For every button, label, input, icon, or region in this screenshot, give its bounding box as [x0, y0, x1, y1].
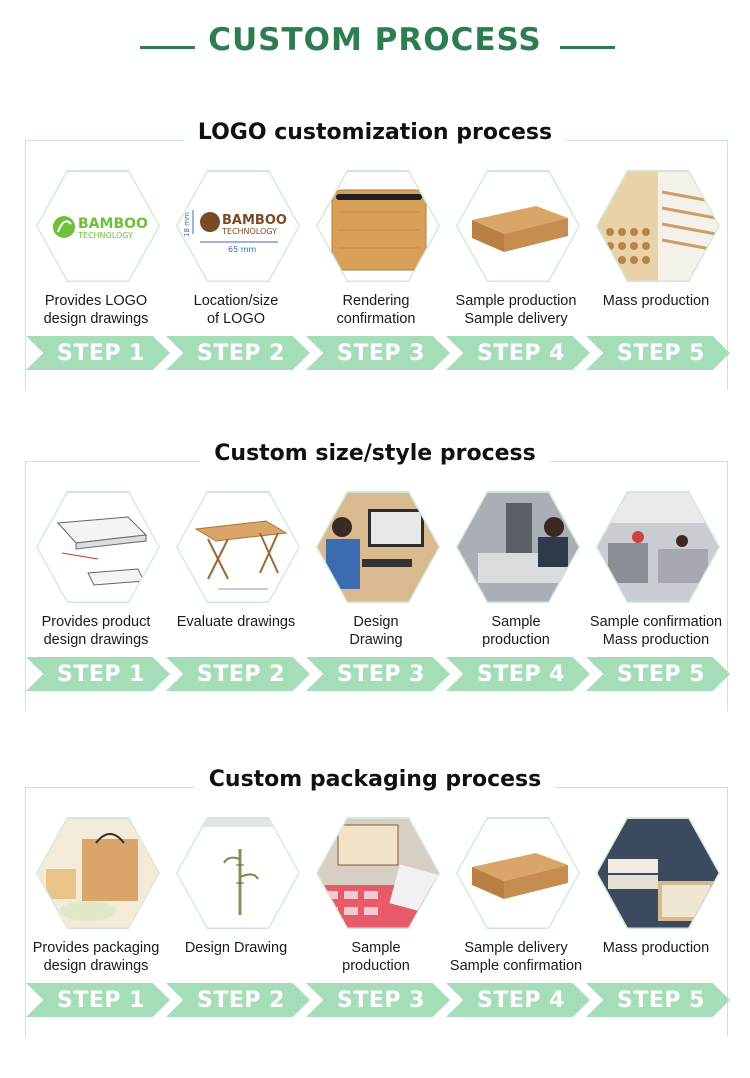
hex-image-frame [596, 491, 720, 603]
step-arrow: STEP 5 [586, 657, 730, 691]
hex-image-frame [36, 817, 160, 929]
step-card: Mass production STEP 5 [586, 170, 730, 370]
cnc-machine-image [457, 492, 579, 602]
hex-image-frame: BAMBOO TECHNOLOGY [36, 170, 160, 282]
printed-boxes-image [597, 818, 719, 928]
hex-image-frame [456, 817, 580, 929]
product-sketch-image [56, 515, 147, 586]
page-title: CUSTOM PROCESS [208, 22, 542, 58]
step-card: Design Drawing STEP 2 [166, 817, 310, 1017]
step-arrow: STEP 3 [306, 336, 450, 370]
step-caption: Mass production [602, 940, 710, 956]
hex-image-frame [316, 817, 440, 929]
step-arrow: STEP 5 [586, 336, 730, 370]
logo-sub-text: TECHNOLOGY [221, 227, 277, 236]
designer-image [317, 492, 439, 602]
hex-image-frame [456, 491, 580, 603]
kraft-box-image [471, 205, 568, 252]
step-arrow: STEP 2 [166, 657, 310, 691]
gift-bag-image [37, 818, 159, 928]
logo-brand-text: BAMBOO [222, 213, 287, 228]
hex-image-frame [176, 817, 300, 929]
stacked-boards-image [597, 171, 719, 281]
height-label: 18 mm [183, 212, 191, 237]
hex-image-frame: BAMBOO TECHNOLOGY 65 mm 18 mm [176, 170, 300, 282]
logo-sub-text: TECHNOLOGY [77, 231, 133, 240]
hex-image-frame [596, 817, 720, 929]
printed-sheets-image [317, 818, 439, 928]
hex-image-frame [316, 491, 440, 603]
factory-floor-image [597, 492, 719, 602]
section-title: Custom size/style process [0, 441, 750, 466]
logo-brand-text: BAMBOO [78, 216, 148, 232]
title-rule-right [560, 46, 615, 49]
hex-image-frame [316, 170, 440, 282]
step-arrow: STEP 3 [306, 983, 450, 1017]
hex-image-frame [176, 491, 300, 603]
step-caption: Evaluate drawings [176, 614, 296, 630]
step-arrow: STEP 2 [166, 336, 310, 370]
bamboo-artwork-image [197, 818, 288, 915]
hex-image-frame [36, 491, 160, 603]
bamboo-logo-image: BAMBOO TECHNOLOGY [52, 215, 148, 240]
step-arrow: STEP 1 [26, 657, 170, 691]
step-caption: Mass production [602, 293, 710, 309]
section-title: Custom packaging process [0, 767, 750, 792]
step-caption: Design Drawing [184, 940, 288, 956]
step-arrow: STEP 2 [166, 983, 310, 1017]
width-label: 65 mm [228, 245, 257, 254]
step-arrow: STEP 4 [446, 983, 590, 1017]
step-arrow: STEP 1 [26, 336, 170, 370]
section-title: LOGO customization process [0, 120, 750, 145]
step-arrow: STEP 1 [26, 983, 170, 1017]
logo-dimension-image: BAMBOO TECHNOLOGY 65 mm 18 mm [183, 209, 287, 254]
table-drawing-image [193, 519, 288, 589]
step-card: BAMBOO TECHNOLOGY 65 mm 18 mm Location/s… [166, 170, 310, 370]
hex-image-frame [456, 170, 580, 282]
section-packaging: Custom packaging process Provides packag… [0, 767, 750, 1037]
bamboo-board-image [331, 189, 426, 270]
section-logo-customization: LOGO customization process BAMBOO TECHNO… [0, 120, 750, 390]
step-arrow: STEP 5 [586, 983, 730, 1017]
kraft-box-image [471, 852, 568, 899]
step-card: Evaluate drawings STEP 2 [166, 491, 310, 691]
step-card: Mass production STEP 5 [586, 817, 730, 1017]
step-arrow: STEP 4 [446, 657, 590, 691]
hex-image-frame [596, 170, 720, 282]
title-rule-left [140, 46, 195, 49]
section-size-style: Custom size/style process Provides produ… [0, 441, 750, 711]
step-arrow: STEP 4 [446, 336, 590, 370]
step-arrow: STEP 3 [306, 657, 450, 691]
